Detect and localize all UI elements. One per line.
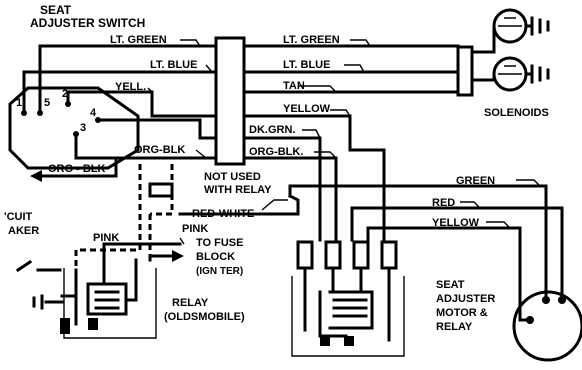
- label-yell: YELL.: [115, 81, 146, 93]
- label-pin-5: 5: [44, 97, 50, 109]
- label-pin-4: 4: [90, 107, 97, 119]
- label-org-blk-mid: ORG-BLK.: [249, 146, 303, 158]
- center-connector: [214, 36, 246, 166]
- label-to-fuse-2: BLOCK: [196, 251, 235, 263]
- label-motor-1: SEAT: [436, 279, 465, 291]
- label-motor-3: MOTOR &: [436, 307, 488, 319]
- label-pin-1: 1: [16, 97, 22, 109]
- wire-green-motor: [288, 179, 548, 302]
- circuit-breaker: [15, 259, 62, 273]
- wire-yellow-motor: [366, 221, 532, 322]
- label-to-fuse-3: (IGN TER): [196, 266, 243, 277]
- wire-yellow-top: [66, 87, 386, 242]
- wire-lt-green: [38, 24, 496, 115]
- wire-red-motor: [350, 201, 564, 302]
- label-org-blk-left: ORG - BLK: [48, 163, 105, 175]
- label-to-fuse-1: TO FUSE: [196, 237, 243, 249]
- solenoid-upper: [492, 8, 550, 44]
- oldsmobile-relay: [32, 258, 157, 339]
- solenoid-connector: [456, 45, 474, 97]
- label-motor-4: RELAY: [436, 321, 473, 333]
- label-seat-adjuster-switch-2: ADJUSTER SWITCH: [30, 16, 145, 30]
- motor-relay-box: [291, 276, 405, 357]
- label-circuit-2: AKER: [8, 225, 39, 237]
- label-lt-blue-left: LT. BLUE: [150, 59, 197, 71]
- label-lt-blue-right: LT. BLUE: [283, 59, 330, 71]
- seat-adjuster-motor: [512, 290, 582, 362]
- label-pink-left: PINK: [93, 232, 119, 244]
- label-relay-2: (OLDSMOBILE): [164, 311, 245, 323]
- label-relay-1: RELAY: [172, 297, 209, 309]
- seat-adjuster-switch: [8, 86, 140, 170]
- wire-lt-blue: [22, 64, 496, 115]
- wire-tan: [242, 85, 460, 94]
- label-yellow-top: YELLOW: [283, 103, 331, 115]
- label-not-used-1: NOT USED: [204, 171, 261, 183]
- label-motor-2: ADJUSTER: [436, 293, 495, 305]
- label-lt-green-right: LT. GREEN: [283, 34, 340, 46]
- label-lt-green-left: LT. GREEN: [110, 34, 167, 46]
- label-pin-2: 2: [62, 88, 68, 100]
- wire-red-white: [178, 193, 300, 216]
- label-circuit-1: 'CUIT: [4, 211, 33, 223]
- motor-terminal-block: [296, 240, 398, 342]
- label-yellow-right: YELLOW: [432, 217, 480, 229]
- label-pink-right: PINK: [182, 223, 208, 235]
- label-green-right: GREEN: [456, 175, 495, 187]
- solenoid-lower: [492, 56, 550, 92]
- label-tan: TAN: [283, 80, 305, 92]
- label-org-blk-top: ORG-BLK: [134, 144, 185, 156]
- label-dk-grn: DK.GRN.: [249, 124, 295, 136]
- label-not-used-2: WITH RELAY: [204, 184, 272, 196]
- label-seat-adjuster-switch-1: SEAT: [40, 3, 72, 17]
- wire-org-blk: [30, 132, 338, 242]
- wire-pink: [102, 237, 185, 262]
- label-solenoids: SOLENOIDS: [484, 107, 549, 119]
- dashed-not-used: [74, 164, 174, 268]
- wire-dk-green: [96, 118, 322, 242]
- label-pin-3: 3: [80, 122, 86, 134]
- label-red-right: RED: [432, 197, 455, 209]
- label-red-white: RED-WHITE: [192, 208, 254, 220]
